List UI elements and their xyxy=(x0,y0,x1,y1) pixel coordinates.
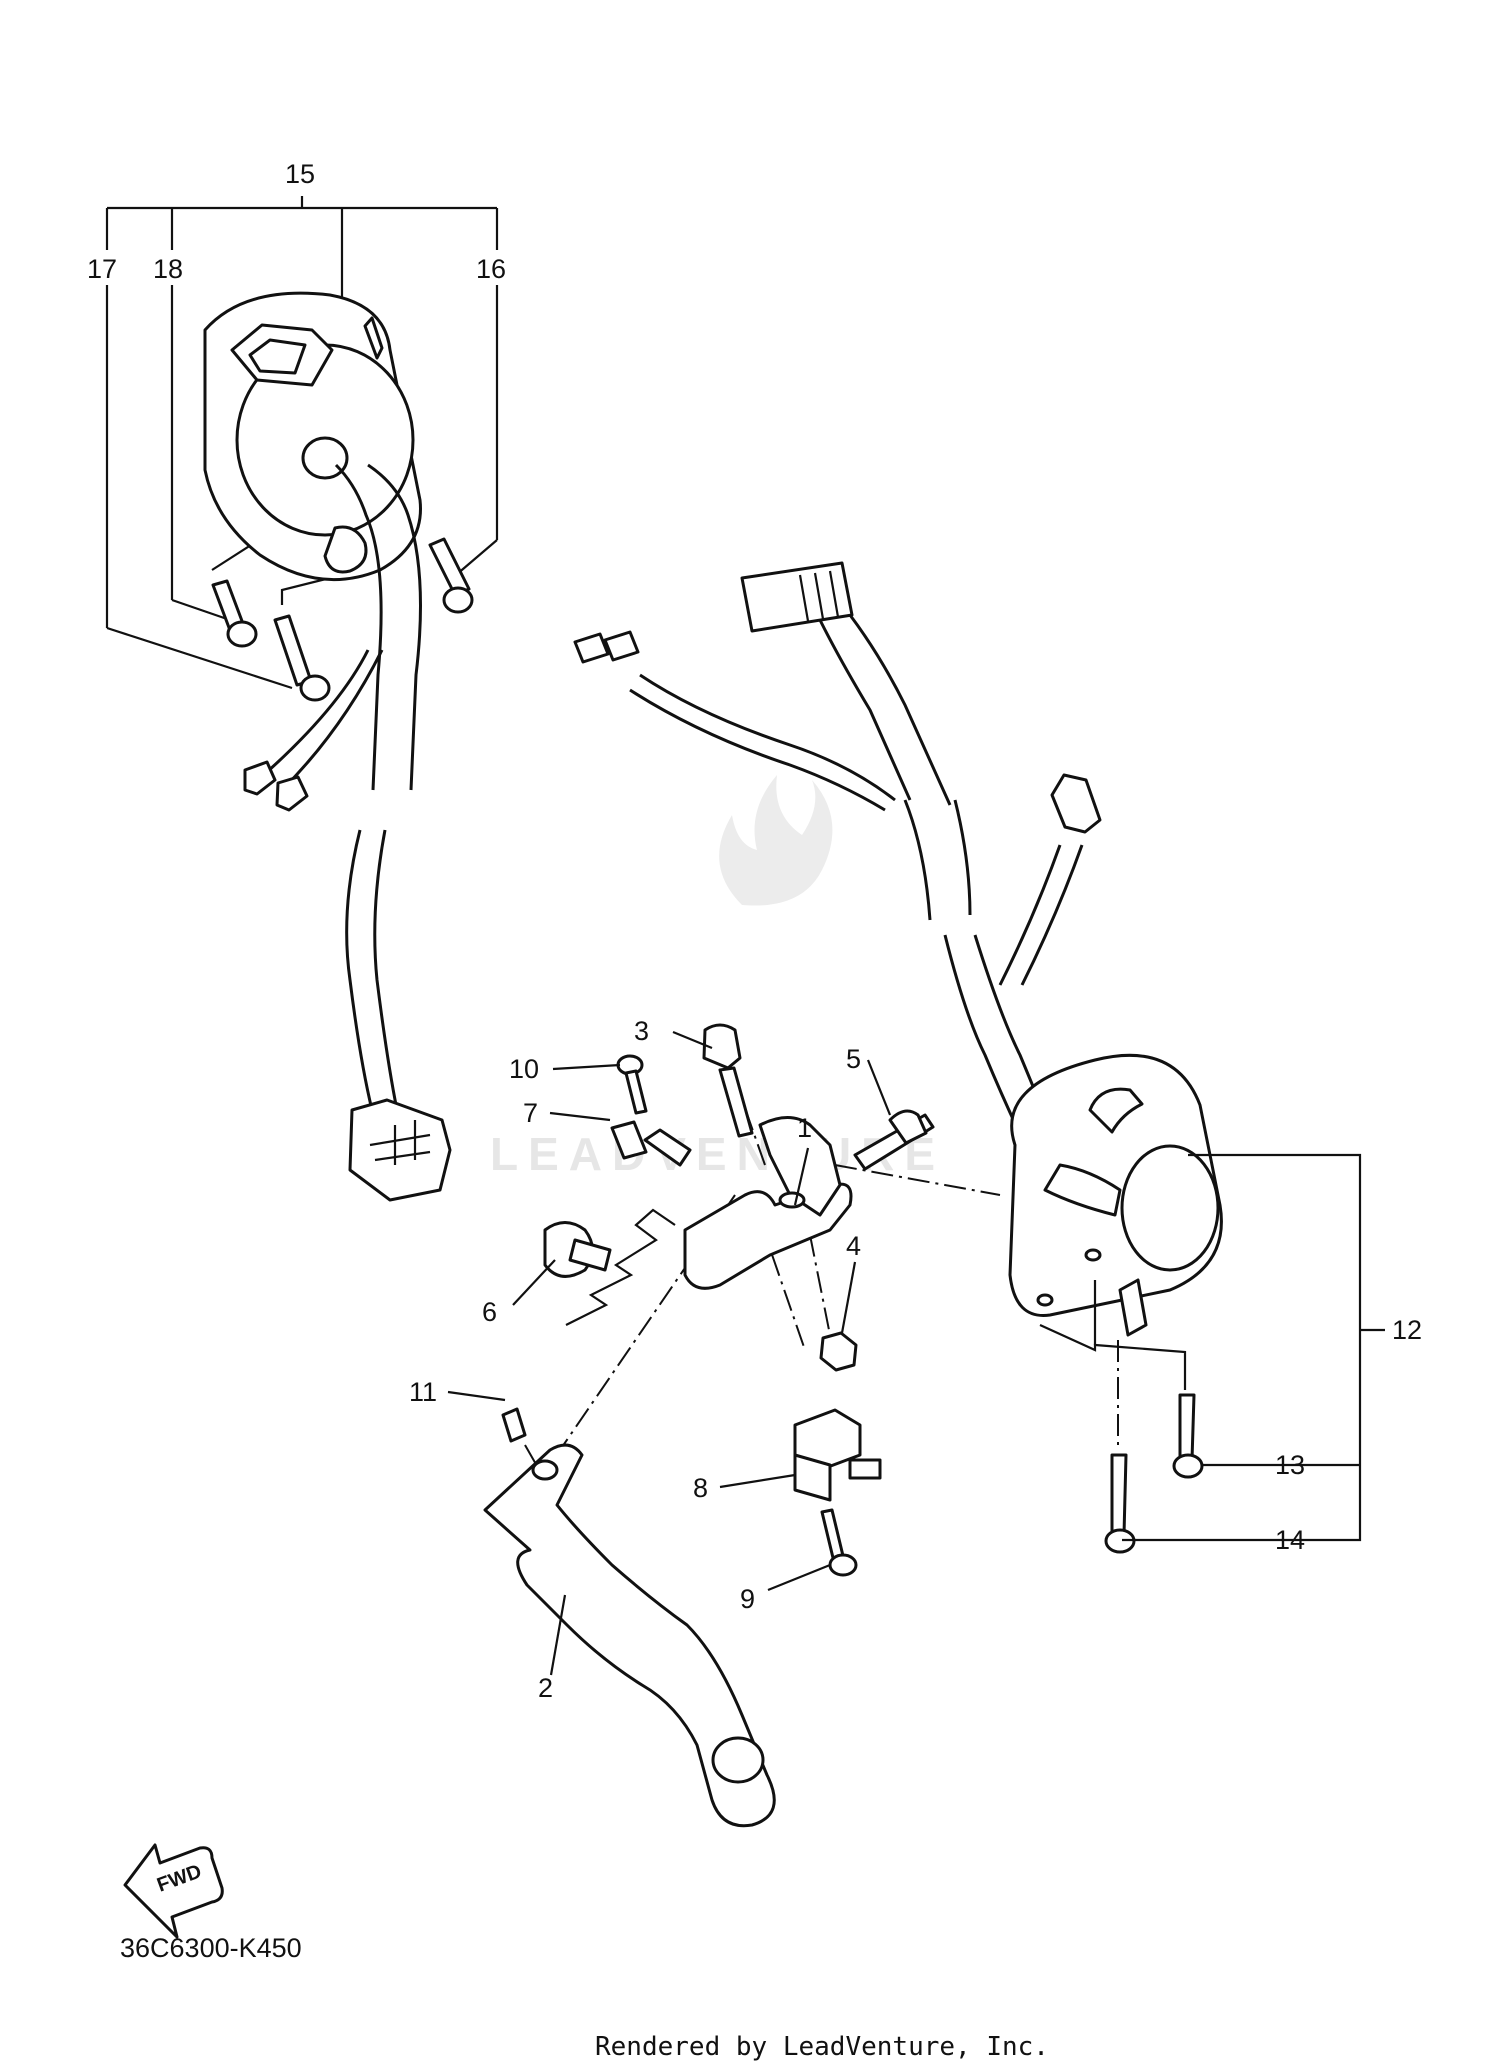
callout-6: 6 xyxy=(482,1297,497,1327)
render-credit: Rendered by LeadVenture, Inc. xyxy=(595,2032,1049,2062)
callout-15: 15 xyxy=(285,159,315,189)
watermark: LEADVENTURE xyxy=(490,775,935,1180)
callout-9: 9 xyxy=(740,1584,755,1614)
left-handlebar-switch: 15 17 18 16 xyxy=(87,159,506,1202)
callout-8: 8 xyxy=(693,1473,708,1503)
callout-2: 2 xyxy=(538,1673,553,1703)
callout-13: 13 xyxy=(1275,1450,1305,1480)
callout-7: 7 xyxy=(523,1098,538,1128)
callout-18: 18 xyxy=(153,254,183,284)
callout-14: 14 xyxy=(1275,1525,1305,1555)
callout-16: 16 xyxy=(476,254,506,284)
callout-4: 4 xyxy=(846,1231,861,1261)
lever-bracket-assembly: 3 10 7 1 5 4 6 11 8 9 2 xyxy=(409,1016,1001,1828)
fwd-arrow-icon: FWD xyxy=(123,1843,224,1939)
callout-11: 11 xyxy=(409,1377,437,1407)
callout-10: 10 xyxy=(509,1054,539,1084)
callout-12: 12 xyxy=(1392,1315,1422,1345)
callout-17: 17 xyxy=(87,254,117,284)
callout-5: 5 xyxy=(846,1044,861,1074)
callout-1: 1 xyxy=(797,1113,812,1143)
callout-3: 3 xyxy=(634,1016,649,1046)
diagram-code: 36C6300-K450 xyxy=(120,1933,302,1963)
right-handlebar-switch: 12 13 14 xyxy=(573,561,1422,1555)
